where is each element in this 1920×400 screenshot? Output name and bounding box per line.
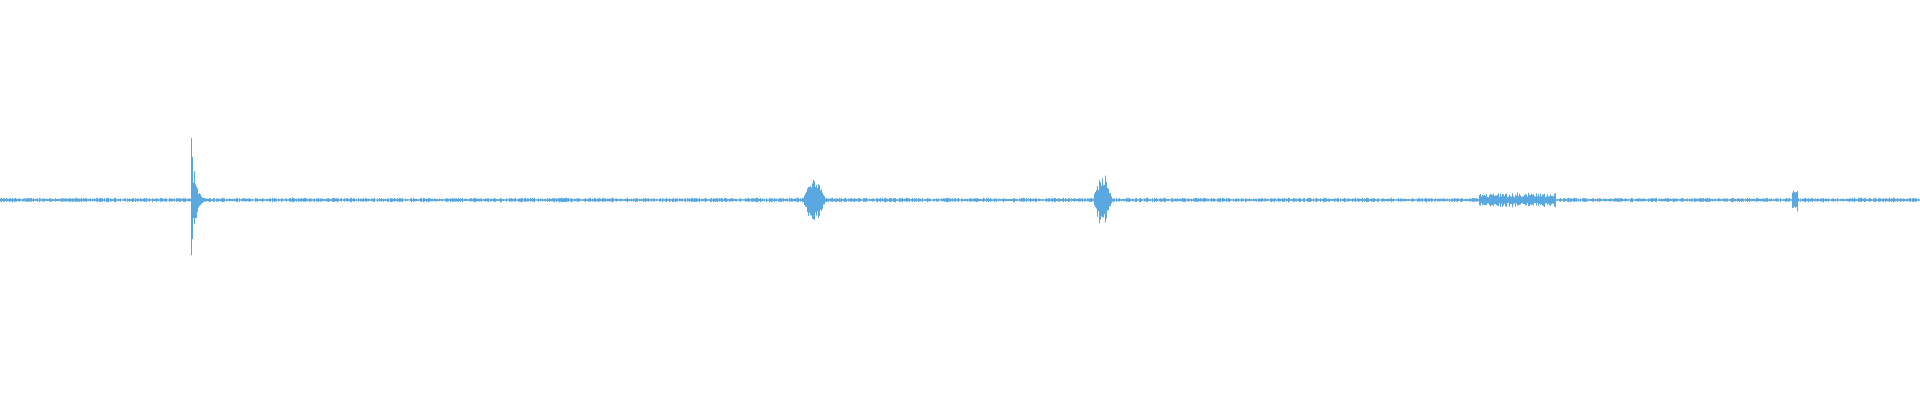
waveform-trace: [0, 138, 1920, 256]
